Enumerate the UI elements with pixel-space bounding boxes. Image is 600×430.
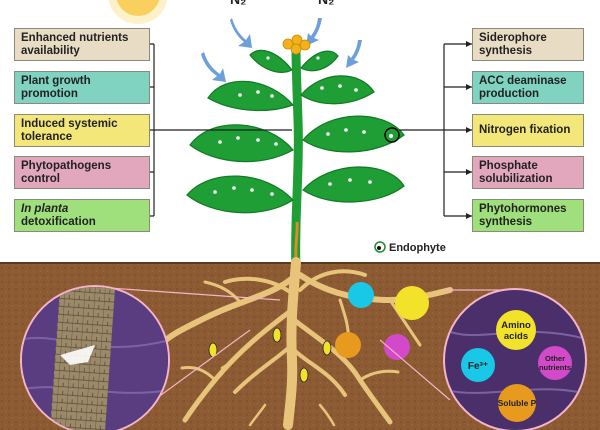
bubble-label-line2: nutrients <box>539 363 571 372</box>
right-box-label: Nitrogen fixation <box>479 124 571 136</box>
endophyte-legend-label: Endophyte <box>389 242 446 254</box>
endophyte-legend-icon <box>374 241 386 253</box>
right-box-siderophore: Siderophore synthesis <box>472 28 584 61</box>
left-box-label: Induced systemic tolerance <box>21 117 118 143</box>
bubble-label: Fe³⁺ <box>468 361 488 372</box>
sun-icon <box>108 0 168 24</box>
bubble-label-line1: Other <box>545 354 565 363</box>
left-box-enhanced-nutrients: Enhanced nutrients availability <box>14 28 150 61</box>
bubble-label-line2: acids <box>504 331 528 342</box>
left-box-label: Plant growth promotion <box>21 74 91 100</box>
plant-leaves <box>186 49 405 214</box>
bubble-soluble-p: Soluble P <box>498 384 537 422</box>
root-closeup <box>20 285 170 430</box>
left-box-detoxification: In planta detoxification <box>14 199 150 232</box>
right-box-label: Phytohormones synthesis <box>479 202 567 228</box>
flower-buds <box>282 34 311 55</box>
nitrogen-label-1: N₂ <box>230 0 246 7</box>
left-box-phytopathogens: Phytopathogens control <box>14 156 150 189</box>
bubble-label: Soluble P <box>498 398 537 408</box>
nitrogen-label-2: N₂ <box>318 0 334 7</box>
left-box-growth-promotion: Plant growth promotion <box>14 71 150 104</box>
label-rest-part: detoxification <box>21 215 96 228</box>
label-italic-part: In planta <box>21 202 69 215</box>
left-box-label: Enhanced nutrients availability <box>21 31 129 57</box>
bubble-other-nutrients: Other nutrients <box>538 346 572 380</box>
right-box-label: ACC deaminase production <box>479 74 567 100</box>
left-box-systemic-tolerance: Induced systemic tolerance <box>14 114 150 147</box>
root-endophytes <box>208 327 332 383</box>
left-box-label: Phytopathogens control <box>21 159 112 185</box>
right-box-label: Siderophore synthesis <box>479 31 547 57</box>
right-box-phytohormones: Phytohormones synthesis <box>472 199 584 232</box>
endophyte-highlight <box>384 127 400 143</box>
right-box-acc-deaminase: ACC deaminase production <box>472 71 584 104</box>
leaf-endophytes <box>213 56 372 196</box>
bubble-iron: Fe³⁺ <box>461 348 495 382</box>
roots <box>157 257 453 430</box>
right-box-label: Phosphate solubilization <box>479 159 553 185</box>
bubble-amino-acids: Amino acids <box>496 310 536 350</box>
nitrogen-arrows <box>201 18 362 82</box>
nutrient-balls <box>335 282 429 360</box>
bubble-label-line1: Amino <box>501 320 531 331</box>
zoom-guides <box>94 286 515 426</box>
right-box-nitrogen-fixation: Nitrogen fixation <box>472 114 584 147</box>
right-arrowheads <box>466 41 472 219</box>
left-box-label: In planta detoxification <box>21 203 96 229</box>
right-box-phosphate: Phosphate solubilization <box>472 156 584 189</box>
